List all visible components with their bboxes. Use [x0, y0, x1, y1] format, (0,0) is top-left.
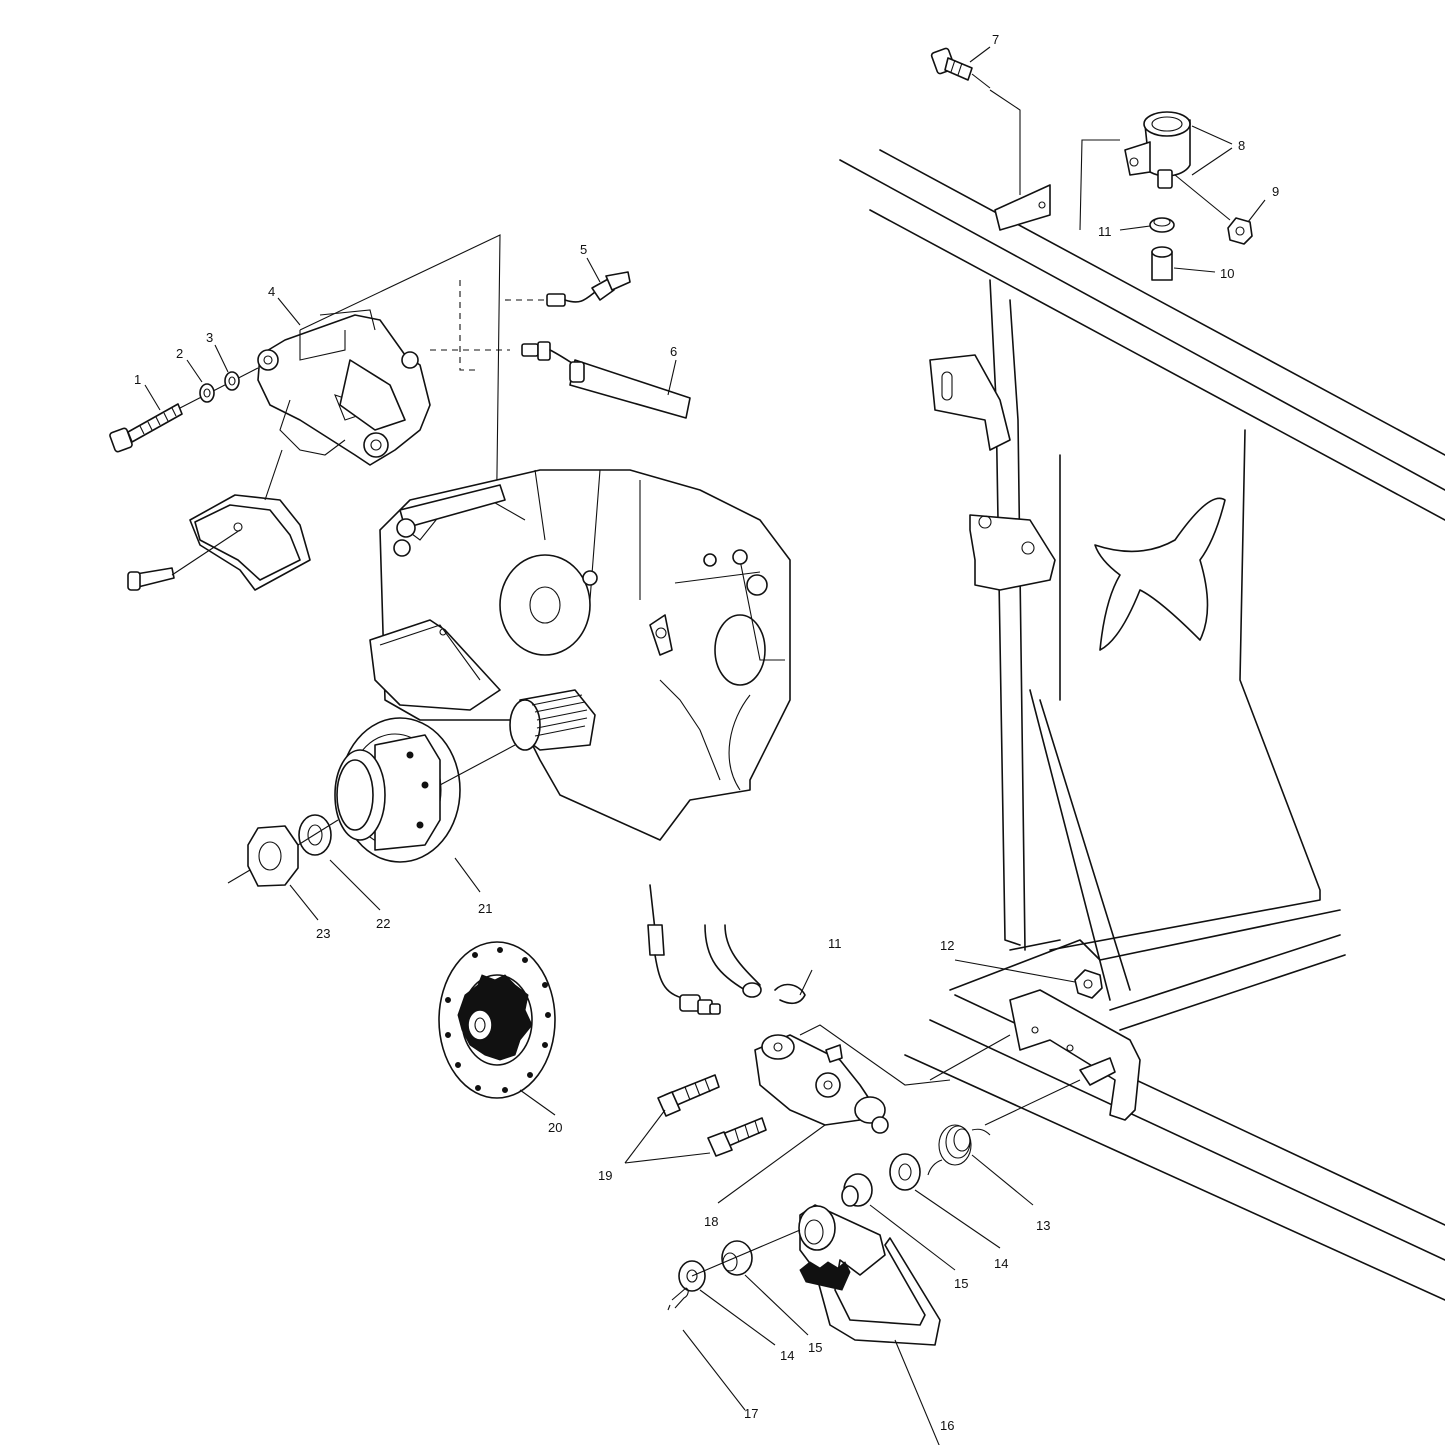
brake-disc-hub — [334, 717, 516, 863]
master-cylinder-reservoir — [1124, 111, 1191, 189]
brake-hose — [521, 341, 691, 419]
lower-brake-line — [647, 884, 721, 1015]
leader-line — [929, 1034, 1011, 1081]
callout-11-upper: 11 — [1098, 224, 1112, 239]
master-cylinder — [754, 1024, 951, 1134]
reservoir-hose — [1151, 246, 1173, 281]
callout-14-lower: 14 — [780, 1348, 794, 1363]
callout-12: 12 — [940, 938, 954, 953]
hex-nut — [1227, 217, 1253, 245]
callout-6: 6 — [670, 344, 677, 359]
callout-7: 7 — [992, 32, 999, 47]
bushing-lower — [721, 1240, 753, 1276]
mounting-bolt-upper — [657, 1074, 720, 1117]
callout-5: 5 — [580, 242, 587, 257]
callout-20: 20 — [548, 1120, 562, 1135]
callout-17: 17 — [744, 1406, 758, 1421]
hose-clamp — [1149, 217, 1175, 233]
washer-upper — [889, 1153, 921, 1191]
callout-14-upper: 14 — [994, 1256, 1008, 1271]
cotter-pin — [667, 1287, 689, 1311]
reservoir-bolt — [930, 47, 991, 89]
return-spring — [927, 1124, 991, 1176]
callout-15-lower: 15 — [808, 1340, 822, 1355]
brake-pedal — [798, 1204, 941, 1346]
brake-caliper — [257, 309, 431, 466]
lock-washer — [199, 383, 215, 403]
locknut — [1074, 969, 1103, 999]
brake-pads — [127, 449, 311, 591]
callout-3: 3 — [206, 330, 213, 345]
callout-11-lower: 11 — [828, 936, 842, 951]
callout-13: 13 — [1036, 1218, 1050, 1233]
callout-1: 1 — [134, 372, 141, 387]
pedal-bracket — [1009, 989, 1141, 1121]
callout-21: 21 — [478, 901, 492, 916]
bushing-upper — [841, 1173, 873, 1207]
callout-18: 18 — [704, 1214, 718, 1229]
callout-22: 22 — [376, 916, 390, 931]
callout-labels: 1 2 3 4 5 6 7 8 9 10 11 11 12 13 14 14 1… — [134, 32, 1279, 1433]
transmission-housing — [369, 469, 791, 841]
leader-line — [984, 1079, 1081, 1126]
callout-leaders — [144, 46, 1266, 1450]
brake-rotor — [438, 941, 556, 1099]
callout-4: 4 — [268, 284, 275, 299]
callout-16: 16 — [940, 1418, 954, 1433]
callout-19: 19 — [598, 1168, 612, 1183]
hose-clamp-lower — [774, 983, 806, 1005]
callout-2: 2 — [176, 346, 183, 361]
flat-washer — [224, 371, 240, 391]
hose-routing-line — [459, 280, 480, 371]
callout-23: 23 — [316, 926, 330, 941]
callout-15-upper: 15 — [954, 1276, 968, 1291]
callout-10: 10 — [1220, 266, 1234, 281]
mounting-bolt-lower — [707, 1117, 767, 1157]
leader-line — [691, 1229, 801, 1277]
frame-assembly — [839, 89, 1445, 1301]
callout-8: 8 — [1238, 138, 1245, 153]
axle-nut — [227, 819, 339, 887]
callout-9: 9 — [1272, 184, 1279, 199]
lower-return-hose — [704, 924, 762, 998]
caliper-bolt — [109, 367, 259, 453]
brake-line-fitting — [546, 271, 631, 307]
